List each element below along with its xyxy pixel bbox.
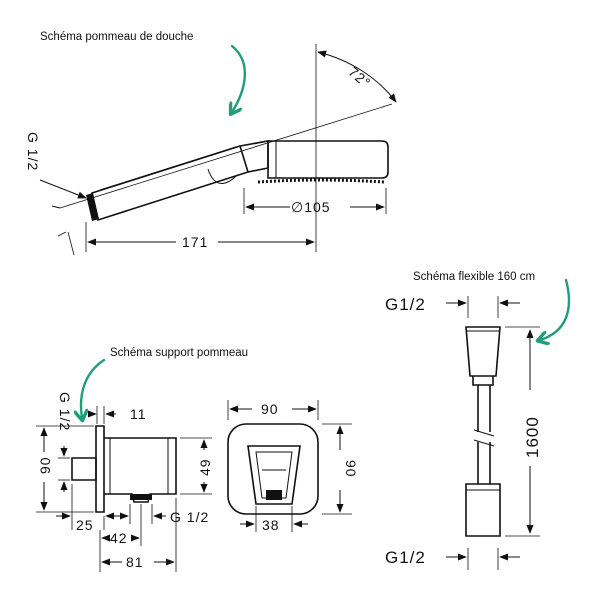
shower-head-body	[267, 140, 389, 179]
holder-inner-height-label: 49	[197, 458, 213, 476]
holder-pointer-arrow	[81, 358, 106, 418]
diameter-label: ∅105	[291, 199, 331, 215]
angle-arc	[317, 50, 397, 103]
hose-bottom-nut	[465, 483, 501, 537]
holder-outlet-thread-label: G 1/2	[170, 509, 209, 525]
hose-bottom-thread-label: G1/2	[385, 548, 426, 567]
holder-offset-label: 25	[76, 517, 94, 533]
holder-outlet	[130, 494, 152, 500]
shower-thread-end	[86, 193, 99, 221]
holder-depth-label: 42	[110, 530, 128, 546]
hose-length-label: 1600	[523, 416, 542, 458]
angle-label: 72°	[345, 63, 374, 91]
shower-thread-label: G 1/2	[25, 132, 41, 171]
hose-top-nut	[465, 326, 501, 377]
holder-total-depth-label: 81	[126, 554, 144, 570]
hose-drawing: Schéma flexible 160 cm G1/2 1600 G1/2	[385, 271, 571, 570]
holder-front-height-label: 90	[343, 460, 359, 478]
holder-thread-label: G 1/2	[57, 392, 73, 431]
holder-slot-width-label: 38	[262, 517, 280, 533]
hose-annotation: Schéma flexible 160 cm	[413, 271, 535, 283]
holder-front-width-label: 90	[261, 401, 279, 417]
hose-pointer-arrow	[540, 278, 571, 340]
holder-inlet-thread	[71, 457, 97, 481]
hose-top-thread-label: G1/2	[385, 295, 426, 314]
holder-body	[104, 437, 177, 503]
holder-wall-plate	[95, 425, 105, 513]
shower-head-annotation: Schéma pommeau de douche	[40, 31, 193, 43]
holder-front-cradle	[247, 445, 301, 505]
holder-side-height-label: 90	[37, 456, 53, 474]
length-label: 171	[182, 234, 208, 250]
holder-drawing: Schéma support pommeau G 1/2 11 90 49	[36, 347, 359, 572]
holder-annotation: Schéma support pommeau	[110, 347, 248, 359]
spray-face	[257, 178, 385, 184]
shower-head-drawing: Schéma pommeau de douche 72° G 1/2	[25, 31, 397, 256]
holder-front-plate	[227, 423, 319, 515]
holder-depth-top-label: 11	[130, 406, 147, 422]
shower-head-pointer-arrow	[232, 44, 247, 112]
